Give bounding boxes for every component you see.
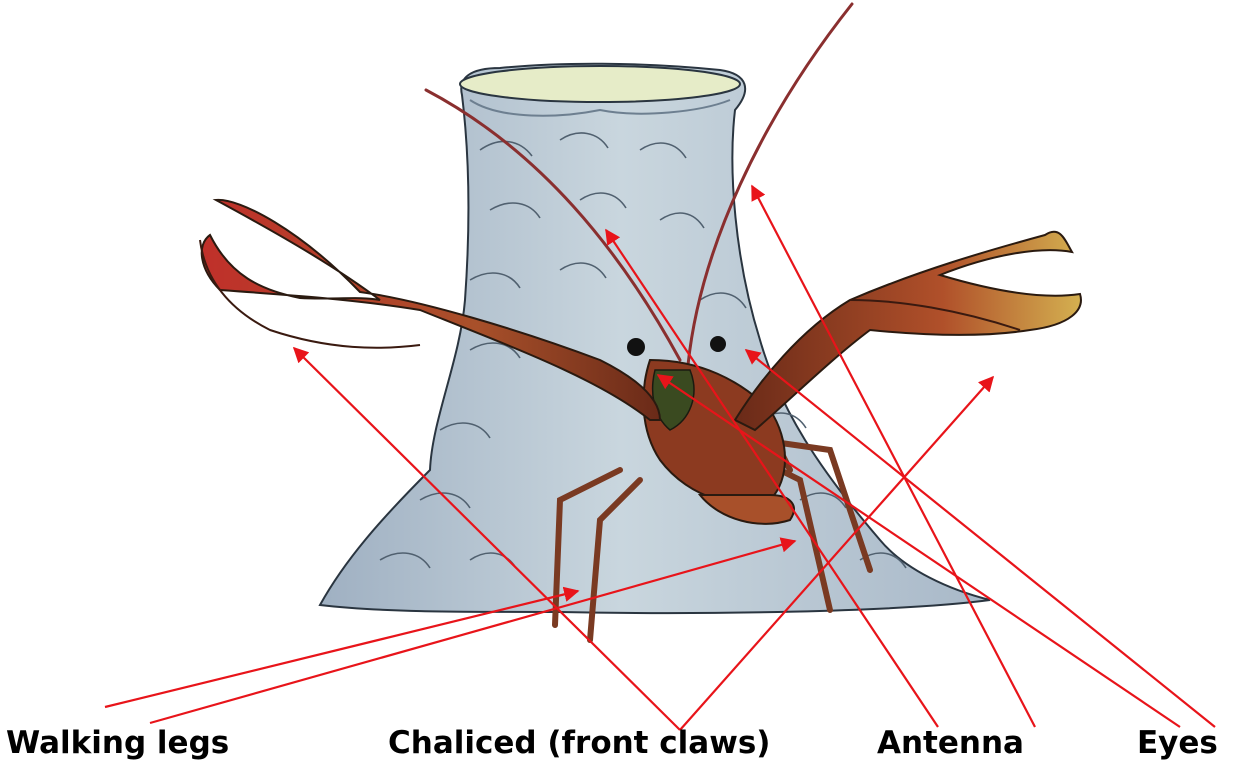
right-claw	[735, 232, 1081, 430]
left-eye	[627, 338, 645, 356]
right-eye	[710, 336, 726, 352]
arrow-legs-1	[105, 591, 578, 707]
label-eyes: Eyes	[1137, 728, 1218, 759]
label-antenna: Antenna	[877, 728, 1024, 759]
label-walking-legs: Walking legs	[6, 728, 229, 759]
label-front-claws: Chaliced (front claws)	[388, 728, 770, 759]
